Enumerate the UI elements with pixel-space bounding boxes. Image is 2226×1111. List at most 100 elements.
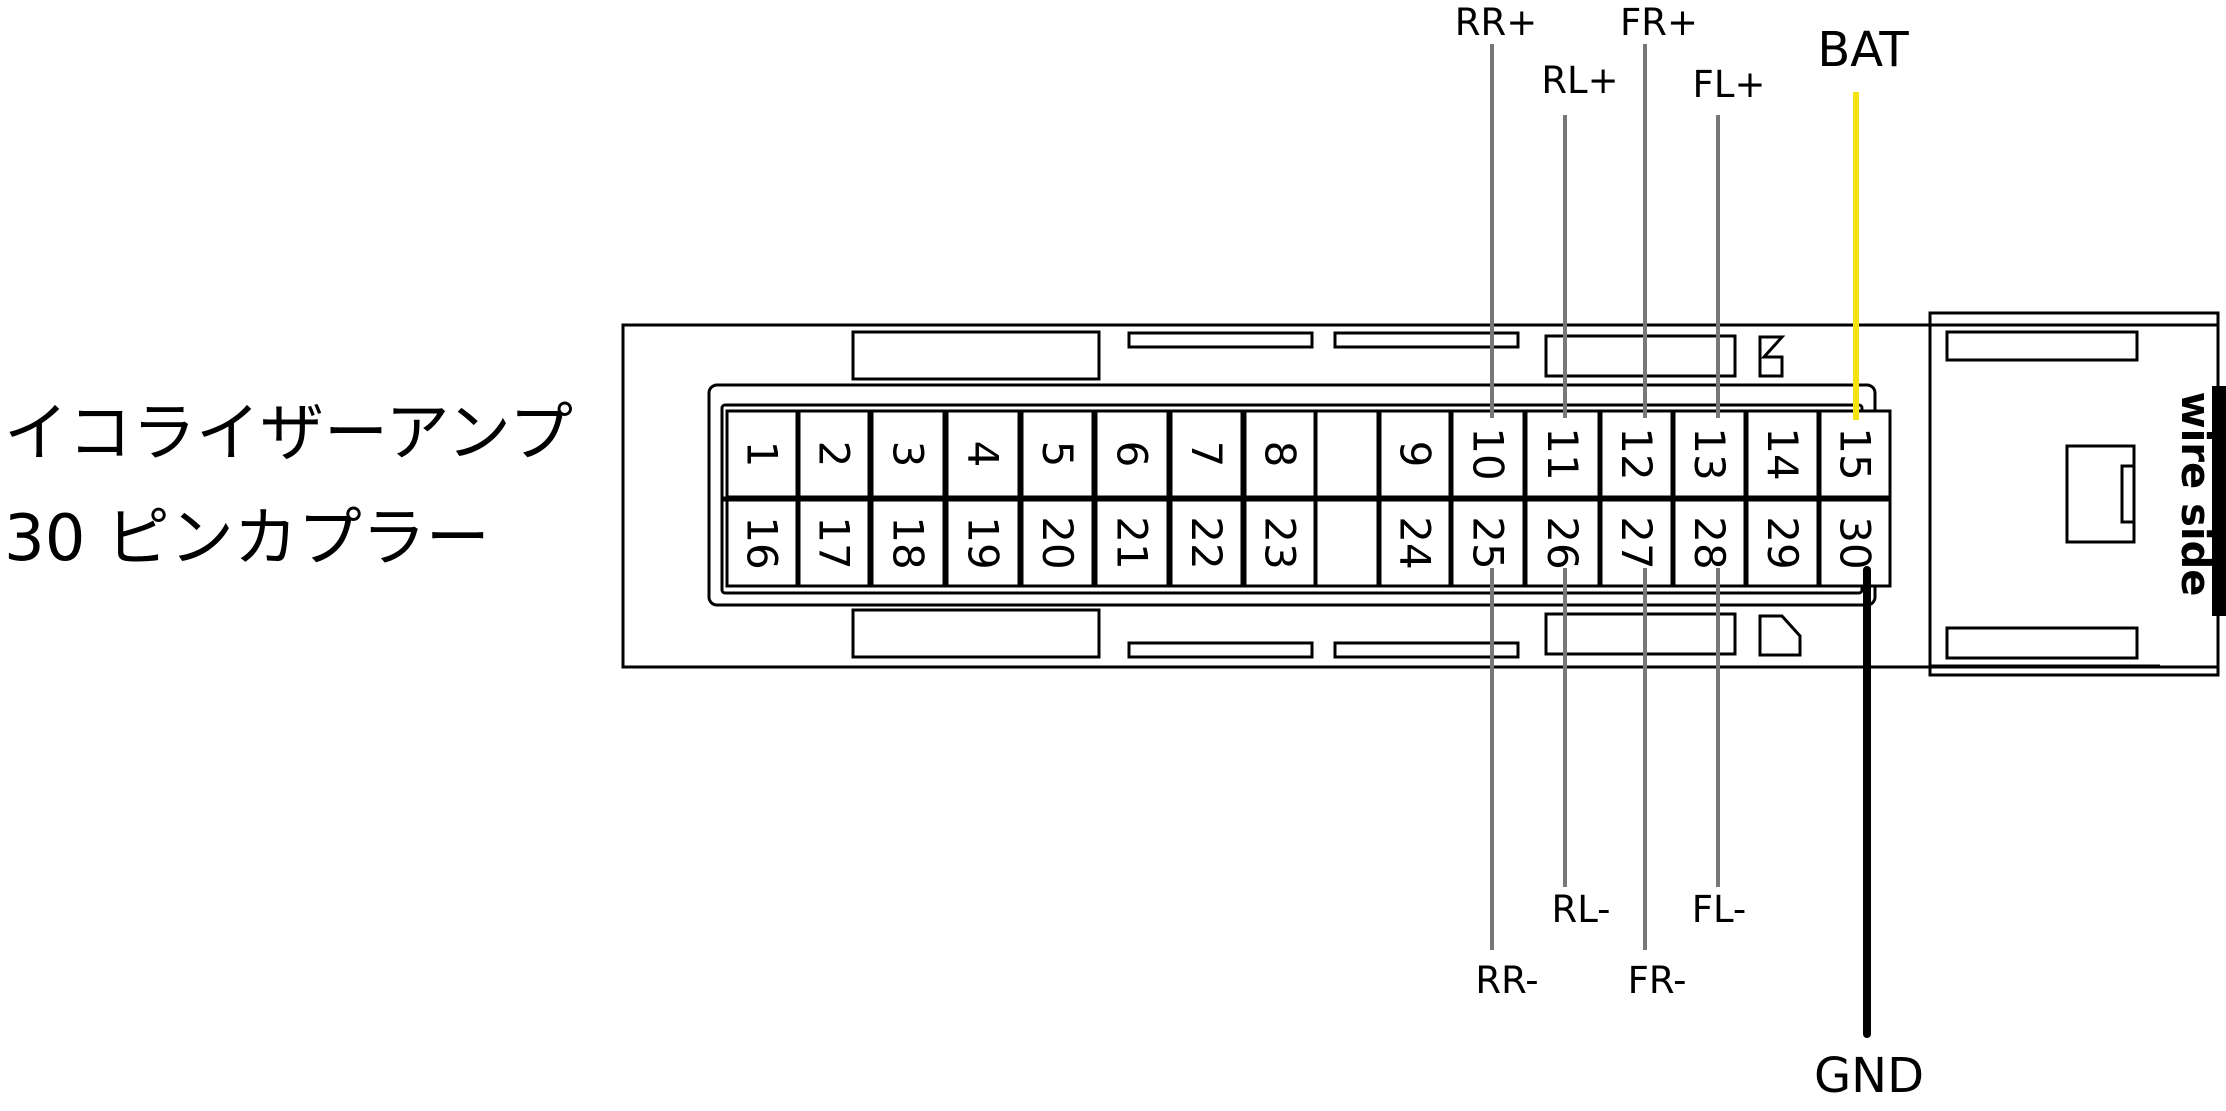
pin-cell: 9 — [1378, 409, 1452, 499]
pin-cell: 24 — [1378, 498, 1452, 588]
pin-cell: 30 — [1818, 498, 1892, 588]
pin-number: 3 — [884, 441, 933, 468]
pin-number: 6 — [1108, 441, 1157, 468]
slot-top-1 — [851, 330, 1101, 381]
title-line1: イコライザーアンプ — [4, 397, 573, 471]
pin-cell: 25 — [1450, 498, 1526, 588]
pin-cell: 21 — [1094, 498, 1170, 588]
cover-edge — [2212, 386, 2226, 616]
pin-cell: 12 — [1599, 409, 1674, 499]
pin-cell-box — [1169, 498, 1244, 588]
pin-number: 25 — [1464, 516, 1513, 569]
cover-slot-bottom — [1945, 626, 2139, 660]
pin-number: 30 — [1831, 516, 1880, 569]
label-rl-plus: RL+ — [1541, 59, 1618, 102]
pin-cell-box — [1378, 409, 1452, 499]
blank-cell-bottom — [1314, 498, 1380, 588]
key-top — [1758, 335, 1786, 378]
connector-housing — [621, 311, 2226, 677]
pin-number: 9 — [1391, 441, 1440, 468]
cover-slot-top — [1945, 330, 2139, 362]
pin-cell: 18 — [870, 498, 946, 588]
pin-number: 5 — [1033, 441, 1082, 468]
wire-side-label: wire side — [2172, 392, 2218, 597]
label-fl-minus: FL- — [1692, 888, 1747, 931]
pin-cell: 29 — [1745, 498, 1820, 588]
label-gnd: GND — [1814, 1048, 1924, 1104]
pin-cell-box — [1599, 498, 1674, 588]
pin-cell-box — [870, 498, 946, 588]
pin-number: 27 — [1612, 516, 1661, 569]
pin-cell-box — [1020, 498, 1095, 588]
pin-number: 17 — [810, 516, 859, 569]
label-rr-minus: RR- — [1475, 959, 1538, 1002]
pin-cell: 26 — [1524, 498, 1601, 588]
pin-cell: 13 — [1672, 409, 1747, 499]
pin-cell: 19 — [945, 498, 1021, 588]
pin-cell: 27 — [1599, 498, 1674, 588]
pin-cell: 22 — [1169, 498, 1244, 588]
pin-number: 11 — [1538, 427, 1587, 480]
pin-cell: 3 — [870, 409, 946, 499]
label-fr-plus: FR+ — [1620, 1, 1698, 44]
pin-number: 19 — [959, 516, 1008, 569]
label-bat: BAT — [1817, 22, 1909, 78]
pin-number: 10 — [1464, 427, 1513, 480]
pin-number: 21 — [1108, 516, 1157, 569]
pin-number: 23 — [1256, 516, 1305, 569]
pin-cell: 28 — [1672, 498, 1747, 588]
pin-number: 13 — [1685, 427, 1734, 480]
pin-number: 15 — [1831, 427, 1880, 480]
pin-cell: 14 — [1745, 409, 1820, 499]
pin-cell-box — [1243, 409, 1317, 499]
pin-cell: 11 — [1524, 409, 1601, 499]
pin-number: 16 — [738, 516, 787, 569]
pin-number: 12 — [1612, 427, 1661, 480]
pin-cell-box — [1450, 498, 1526, 588]
center-blank — [1314, 409, 1380, 588]
key-bottom — [1758, 614, 1802, 657]
pin-number: 1 — [738, 441, 787, 468]
slot-bottom-2 — [1127, 641, 1314, 659]
label-rr-plus: RR+ — [1455, 1, 1537, 44]
pin-cell: 20 — [1020, 498, 1095, 588]
pin-cell: 6 — [1094, 409, 1170, 499]
pin-number: 8 — [1256, 441, 1305, 468]
slot-top-2 — [1127, 331, 1314, 349]
pin-cell-box — [1672, 498, 1747, 588]
pin-cell-box — [1745, 409, 1820, 499]
pin-number: 24 — [1391, 516, 1440, 569]
pin-number: 2 — [810, 441, 859, 468]
pin-cell: 17 — [797, 498, 871, 588]
pin-number: 29 — [1758, 516, 1807, 569]
pin-cell: 8 — [1243, 409, 1317, 499]
pin-number: 14 — [1758, 427, 1807, 480]
pin-number: 26 — [1538, 516, 1587, 569]
blank-cell-top — [1314, 409, 1380, 499]
pin-number: 20 — [1033, 516, 1082, 569]
cover-latch-tab — [2120, 464, 2136, 524]
label-fl-plus: FL+ — [1693, 63, 1766, 106]
pin-cell-box — [1818, 409, 1892, 499]
pin-cell: 15 — [1818, 409, 1892, 499]
slot-bottom-3 — [1333, 641, 1520, 659]
label-fr-minus: FR- — [1628, 959, 1687, 1002]
pin-cell: 7 — [1169, 409, 1244, 499]
pin-cell-box — [797, 498, 871, 588]
pin-cell: 16 — [725, 498, 799, 588]
label-rl-minus: RL- — [1551, 888, 1610, 931]
pin-cell: 23 — [1243, 498, 1317, 588]
slot-top-3 — [1333, 331, 1520, 349]
pin-number: 7 — [1182, 441, 1231, 468]
pin-cell-box — [1524, 409, 1601, 499]
pin-number: 22 — [1182, 516, 1231, 569]
slot-bottom-1 — [851, 608, 1101, 659]
pin-number: 4 — [959, 441, 1008, 468]
wire-labels: RR+ RL+ FR+ FL+ BAT RR- RL- FR- FL- GND — [1455, 1, 1924, 1104]
pin-number: 28 — [1685, 516, 1734, 569]
slot-top-4 — [1544, 334, 1737, 378]
pin-cell-box — [1599, 409, 1674, 499]
slot-bottom-4 — [1544, 612, 1737, 656]
